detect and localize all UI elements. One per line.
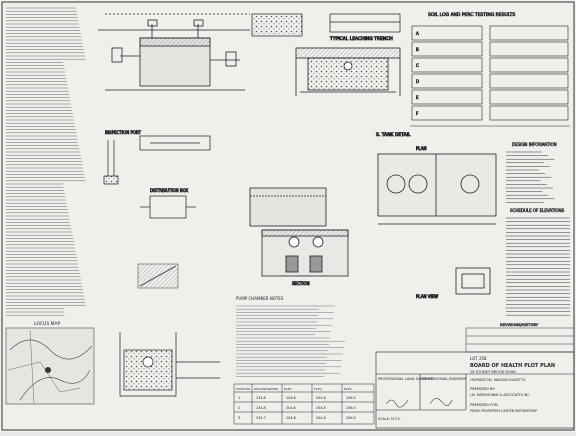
trench-cross-section [119,332,220,397]
pump-table-cell: 1 [238,396,240,400]
pump-table-cell: 204.8 [286,416,296,420]
title-block [375,351,575,429]
pump-table [233,383,375,425]
pump-table-cell: 206.5 [346,406,356,410]
soil-log-box [411,41,483,57]
soil-log-box [489,25,569,41]
general-notes [6,7,86,316]
soil-log-box [411,89,483,105]
pump-table-header: PUMP NO. [236,387,251,391]
pump-table-header: GROUNDWATER [254,387,278,391]
soil-row-label: E [416,95,419,100]
title-town: HOPKINTON, MASSACHUSETTS [470,378,526,382]
pump-curve-graph [137,263,179,289]
title-surveyor: PROFESSIONAL LAND SURVEYOR [378,377,434,381]
soil-log-box [411,25,483,41]
soil-row-label: D [416,79,419,84]
pump-table-cell: 234.7 [256,416,266,420]
pump-table-header: ELEV. [344,387,352,391]
locus-map: LOCUS MAP [5,321,95,405]
soil-log-box [411,73,483,89]
leaching-trench-title: TYPICAL LEACHING TRENCH [329,36,393,42]
soil-row-label: C [416,63,419,68]
revisions-title: REVISIONS/HISTORY [500,322,539,327]
title-engineer: PROFESSIONAL ENGINEER [422,377,467,381]
pump-table-cell: 234.8 [256,396,266,400]
leaching-trench-detail: TYPICAL LEACHING TRENCH [295,36,401,96]
pump-table-cell: 204.8 [286,396,296,400]
elevations-title: SCHEDULE OF ELEVATIONS [510,208,565,213]
soil-log-box [489,89,569,105]
plan-title: PLAN [416,146,426,151]
pump-table-cell: 204.8 [286,406,296,410]
scale-label: SCALE: N.T.S. [378,417,401,421]
soil-log-box [411,57,483,73]
pump-notes-title: PUMP CHAMBER NOTES [236,296,284,301]
prepared-for: PRIME PROPERTIES LIMITED PARTNERSHIP [470,409,537,413]
tank-plan-detail: S. TANK DETAIL PLAN PLAN VIEW [376,132,497,299]
soil-log-box [489,41,569,57]
locus-map-title: LOCUS MAP [34,321,61,327]
prepared-for-label: PREPARED FOR: [470,403,499,407]
trench-elevation [251,13,401,37]
plan-view-title: PLAN VIEW [416,294,438,299]
septic-tank-section [98,13,250,91]
section-title: SECTION [292,281,310,286]
soil-log-box [489,73,569,89]
pump-table-header: ELEV. [314,387,322,391]
pump-table-cell: 206.5 [346,396,356,400]
prepared-by-label: PREPARED BY: [470,387,495,391]
soil-row-label: F [416,111,419,116]
soil-row-label: A [416,31,419,36]
pump-table-cell: 2 [238,406,240,410]
pump-table-cell: 234.8 [256,406,266,410]
inspection-port-title: INSPECTION PORT [105,130,142,135]
title-lot: LOT 258 [470,356,487,361]
pump-chamber-notes: PUMP CHAMBER NOTES [236,296,345,377]
soil-log-table: SOIL LOG AND PERC TESTING RESULTS A B C D E F [410,12,570,127]
tank-detail-title: S. TANK DETAIL [376,132,411,138]
pump-table-cell: 204.8 [316,416,326,420]
title-plan-name: BOARD OF HEALTH PLOT PLAN [470,363,555,369]
pump-table-cell: 204.8 [316,406,326,410]
soil-log-box [489,105,569,121]
title-address: 28 STONEY BROOK ROAD [470,370,516,374]
soil-table-title: SOIL LOG AND PERC TESTING RESULTS [428,12,515,18]
pump-table-cell: 3 [238,416,240,420]
pump-table-header: ELEV. [284,387,292,391]
pump-chamber-detail: SECTION [249,187,349,286]
pump-table-cell: 206.5 [346,416,356,420]
design-info-title: DESIGN INFORMATION [512,142,557,147]
inspection-port-detail: INSPECTION PORT DISTRIBUTION BOX [103,130,211,219]
pump-table-cell: 204.8 [316,396,326,400]
prepared-by: J.M. MARCHIONNE & ASSOCIATES INC. [469,393,530,397]
soil-log-box [489,57,569,73]
soil-row-label: B [416,47,419,52]
distribution-box-title: DISTRIBUTION BOX [150,188,188,193]
soil-log-box [411,105,483,121]
